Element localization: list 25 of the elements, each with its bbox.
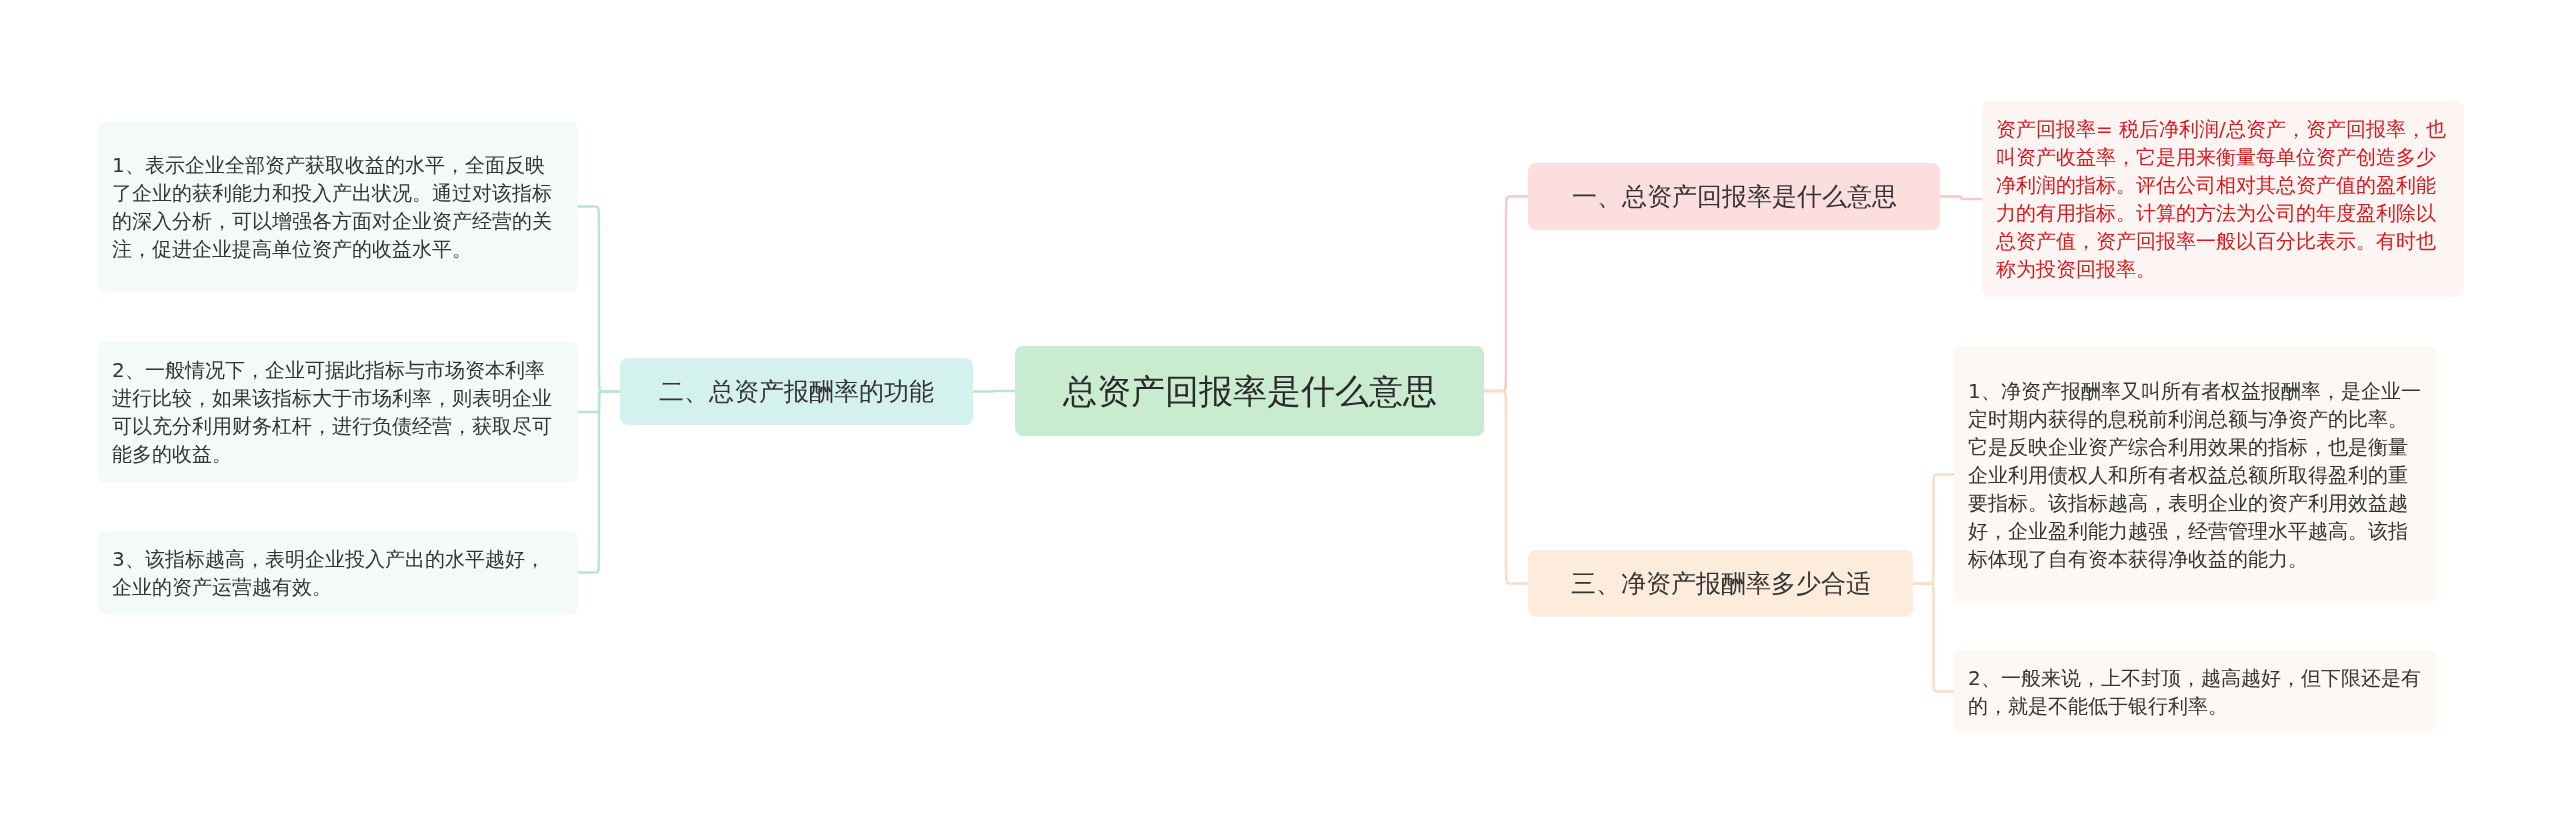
branch-topic: [620, 358, 973, 425]
note-card: [1982, 101, 2464, 297]
connector-line: [973, 389, 1015, 393]
note-text: 1、净资产报酬率又叫所有者权益报酬率，是企业一定时期内获得的息税前利润总额与净资产的比率。它是反映企业资产综合利用效果的指标，也是衡量企业利用债权人和所有者权益总额所取得盈利的重要指标。该指标越高，表明企业的资产利用效益越好，企业盈利能力越强，经营管理水平越高。该指标体现了自有资本获得净收益的能力。: [1968, 377, 2422, 573]
topic-text: 一、总资产回报率是什么意思: [1571, 181, 1897, 212]
note-text: 资产回报率= 税后净利润/总资产，资产回报率，也叫资产收益率，它是用来衡量每单位资产创造多少净利润的指标。评估公司相对其总资产值的盈利能力的有用指标。计算的方法为公司的年度盈利除以总资产值，资产回报率一般以百分比表示。有时也称为投资回报率。: [1996, 116, 2447, 283]
note-card: [98, 531, 578, 614]
branch-topic: [1528, 163, 1940, 230]
connector-line: [578, 390, 620, 574]
connector-line: [1940, 195, 1982, 201]
topic-text: 总资产回报率是什么意思: [1062, 370, 1437, 412]
topic-text: 三、净资产报酬率多少合适: [1570, 568, 1871, 599]
note-card: [98, 121, 578, 292]
note-card: [98, 341, 578, 483]
note-text: 1、表示企业全部资产获取收益的水平，全面反映了企业的获利能力和投入产出状况。通过对该指标的深入分析，可以增强各方面对企业资产经营的关注，促进企业提高单位资产的收益水平。: [112, 151, 553, 263]
connector-line: [1913, 582, 1954, 693]
branch-topic: [1528, 550, 1913, 617]
note-card: [1954, 346, 2436, 603]
central-topic: [1015, 346, 1484, 436]
connector-line: [1484, 389, 1528, 585]
note-text: 3、该指标越高，表明企业投入产出的水平越好，企业的资产运营越有效。: [112, 545, 546, 601]
note-text: 2、一般来说，上不封顶，越高越好，但下限还是有的，就是不能低于银行利率。: [1968, 664, 2422, 720]
note-text: 2、一般情况下，企业可据此指标与市场资本利率进行比较，如果该指标大于市场利率，则表明企业可以充分利用财务杠杆，进行负债经营，获取尽可能多的收益。: [112, 357, 553, 468]
note-card: [1954, 650, 2436, 733]
topic-text: 二、总资产报酬率的功能: [659, 376, 934, 407]
